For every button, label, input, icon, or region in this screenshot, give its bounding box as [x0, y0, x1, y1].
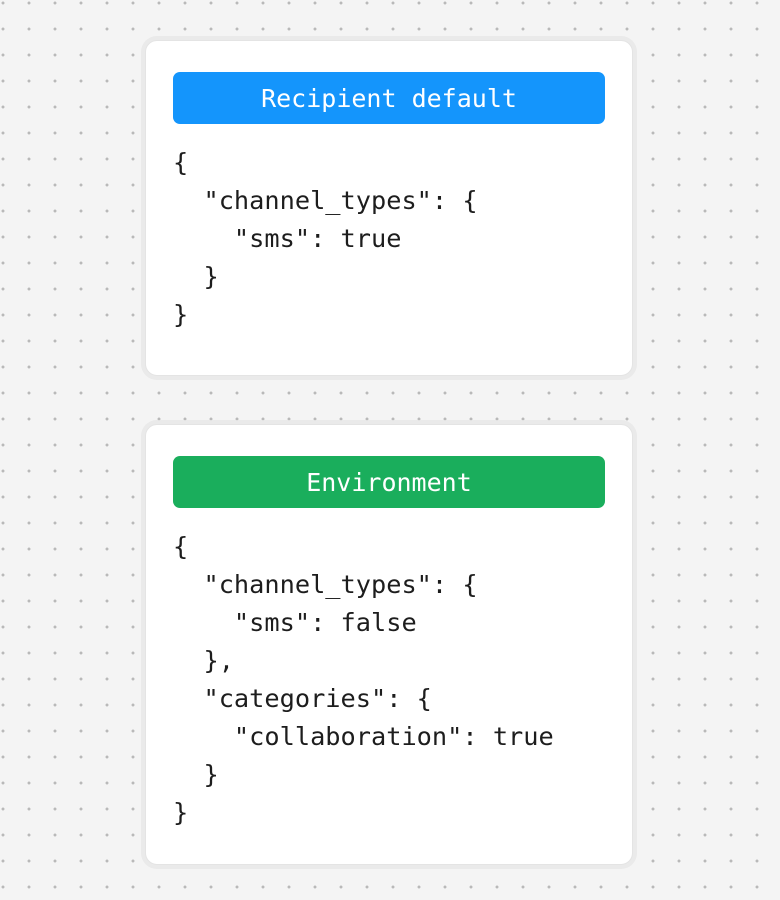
- card-header-recipient-default: Recipient default: [173, 72, 605, 124]
- json-line: "sms": false: [173, 608, 417, 637]
- json-block-recipient-default: { "channel_types": { "sms": true }}: [173, 144, 605, 334]
- json-line: {: [173, 532, 189, 561]
- card-header-label: Recipient default: [261, 83, 517, 113]
- json-line: "sms": true: [173, 224, 402, 253]
- card-header-label: Environment: [306, 467, 472, 497]
- json-line: "channel_types": {: [173, 186, 478, 215]
- json-line: "categories": {: [173, 684, 432, 713]
- card-recipient-default[interactable]: Recipient default { "channel_types": { "…: [145, 40, 633, 376]
- card-environment[interactable]: Environment { "channel_types": { "sms": …: [145, 424, 633, 865]
- json-line: {: [173, 148, 189, 177]
- card-header-environment: Environment: [173, 456, 605, 508]
- json-line: }: [173, 798, 189, 827]
- json-line: "channel_types": {: [173, 570, 478, 599]
- json-block-environment: { "channel_types": { "sms": false }, "ca…: [173, 528, 605, 832]
- json-line: }: [173, 760, 219, 789]
- json-line: },: [173, 646, 234, 675]
- json-line: "collaboration": true: [173, 722, 554, 751]
- json-line: }: [173, 300, 189, 329]
- json-line: }: [173, 262, 219, 291]
